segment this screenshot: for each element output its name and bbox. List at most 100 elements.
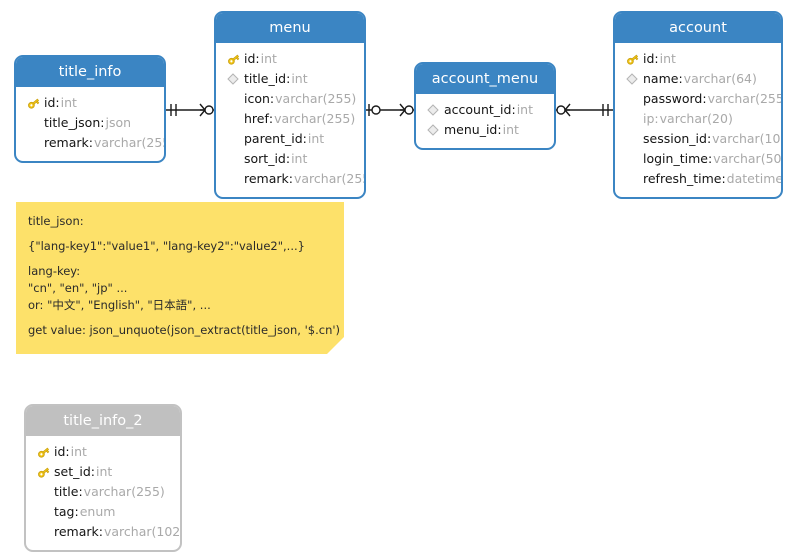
field-row[interactable]: tag:enum [26,502,180,522]
field-name: title_json [44,115,101,130]
diamond-icon [224,70,242,88]
field-name: password [643,91,703,106]
field-row[interactable]: menu_id:int [416,120,554,140]
field-separator: : [286,71,291,86]
field-separator: : [721,171,726,186]
field-type: varchar(255) [83,484,165,499]
field-separator: : [55,95,60,110]
field-type: int [95,464,113,479]
key-icon [34,443,52,461]
diamond-icon [623,70,641,88]
field-row[interactable]: id:int [216,49,364,69]
note-fold-corner-icon [327,337,344,354]
diamond-icon [424,101,442,119]
key-icon [24,94,42,112]
field-name: remark [44,135,89,150]
field-name: refresh_time [643,171,722,186]
field-row[interactable]: sort_id:int [216,149,364,169]
relationship-rel-account-menu-account [556,103,613,117]
field-icon-none [24,114,42,132]
field-separator: : [74,504,79,519]
field-type: int [70,444,87,459]
field-type: varchar(100) [712,131,781,146]
field-separator: : [285,151,291,166]
field-name: id [244,51,256,66]
field-row[interactable]: remark:varchar(255) [216,169,364,189]
field-type: varchar(255) [94,135,164,150]
note-line: {"lang-key1":"value1", "lang-key2":"valu… [28,239,305,253]
field-row[interactable]: set_id:int [26,462,180,482]
field-name: remark [244,171,289,186]
field-name: set_id [54,464,91,479]
diamond-icon [424,121,442,139]
field-separator: : [302,131,307,146]
field-row[interactable]: title:varchar(255) [26,482,180,502]
field-row[interactable]: session_id:varchar(100) [615,129,781,149]
field-separator: : [654,111,659,126]
field-row[interactable]: title_id:int [216,69,364,89]
entity-title-title_info: title_info [16,57,164,87]
field-type: int [291,71,308,86]
field-row[interactable]: remark:varchar(1024) [26,522,180,542]
note-line: title_json: [28,214,84,228]
field-row[interactable]: href:varchar(255) [216,109,364,129]
field-row[interactable]: account_id:int [416,100,554,120]
field-row[interactable]: name:varchar(64) [615,69,781,89]
note-line: or: "中文", "English", "日本語", ... [28,298,211,312]
field-row[interactable]: id:int [16,93,164,113]
key-icon [224,50,242,68]
field-type: datetime [726,171,783,186]
field-name: menu_id [444,122,498,137]
field-separator: : [706,131,712,146]
field-icon-none [224,90,242,108]
field-type: varchar(64) [683,71,757,86]
field-separator: : [288,171,293,186]
field-row[interactable]: refresh_time:datetime [615,169,781,189]
entity-title-title_info_2: title_info_2 [26,406,180,436]
key-icon [623,50,641,68]
field-separator: : [654,51,659,66]
field-type: varchar(255) [707,91,783,106]
field-icon-none [224,150,242,168]
sticky-note-title-json-note[interactable]: title_json: {"lang-key1":"value1", "lang-… [16,202,344,354]
field-name: id [643,51,655,66]
field-name: parent_id [244,131,303,146]
field-icon-none [224,110,242,128]
field-name: login_time [643,151,708,166]
field-type: int [291,151,308,166]
field-row[interactable]: parent_id:int [216,129,364,149]
field-separator: : [268,111,274,126]
field-name: ip [643,111,655,126]
field-icon-none [224,130,242,148]
field-type: varchar(50) [713,151,783,166]
field-row[interactable]: title_json:json [16,113,164,133]
field-row[interactable]: id:int [26,442,180,462]
field-row[interactable]: password:varchar(255) [615,89,781,109]
field-icon-none [34,483,52,501]
field-row[interactable]: id:int [615,49,781,69]
entity-title-menu: menu [216,13,364,43]
field-type: enum [79,504,116,519]
key-icon [34,463,52,481]
field-row[interactable]: ip:varchar(20) [615,109,781,129]
field-row[interactable]: login_time:varchar(50) [615,149,781,169]
field-row[interactable]: remark:varchar(255) [16,133,164,153]
field-separator: : [255,51,260,66]
field-separator: : [98,524,103,539]
entity-title-account_menu: account_menu [416,64,554,94]
field-type: int [307,131,325,146]
field-separator: : [269,91,275,106]
note-line: "cn", "en", "jp" ... [28,281,128,295]
field-row[interactable]: icon:varchar(255) [216,89,364,109]
field-icon-none [623,90,641,108]
field-type: varchar(20) [659,111,733,126]
field-name: icon [244,91,270,106]
field-separator: : [497,122,502,137]
